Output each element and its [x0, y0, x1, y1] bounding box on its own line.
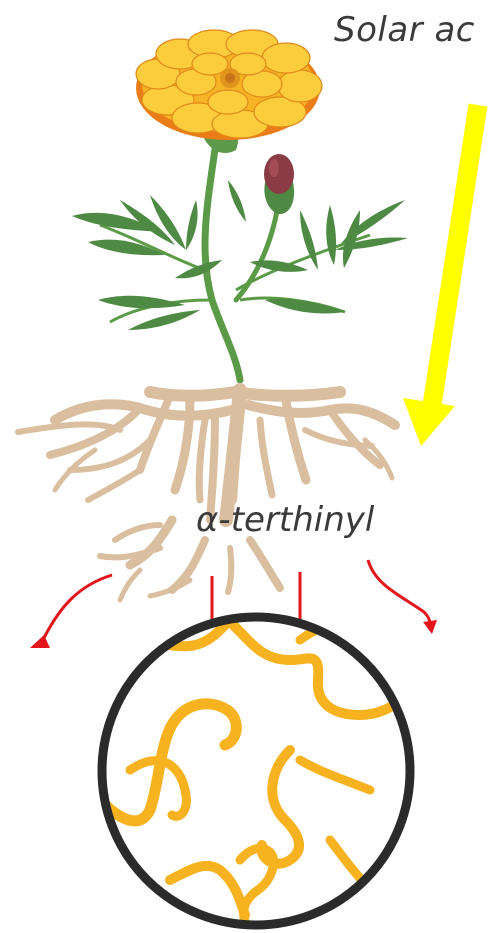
main-stem [205, 142, 240, 380]
alpha-symbol: α [196, 500, 218, 540]
leaves [72, 180, 408, 330]
alpha-terthienyl-label: α-terthinyl [196, 500, 374, 540]
marigold-flower [136, 30, 322, 140]
compound-name: -terthinyl [218, 500, 374, 540]
nematode-circle [100, 617, 420, 925]
sunlight-arrow [403, 105, 478, 446]
release-arrow-left [30, 575, 112, 648]
release-arrow-right [368, 560, 437, 634]
marigold-plant [72, 30, 408, 380]
solar-activation-label: Solar ac [334, 10, 475, 50]
root-system [18, 390, 395, 600]
marigold-bud [264, 154, 294, 214]
